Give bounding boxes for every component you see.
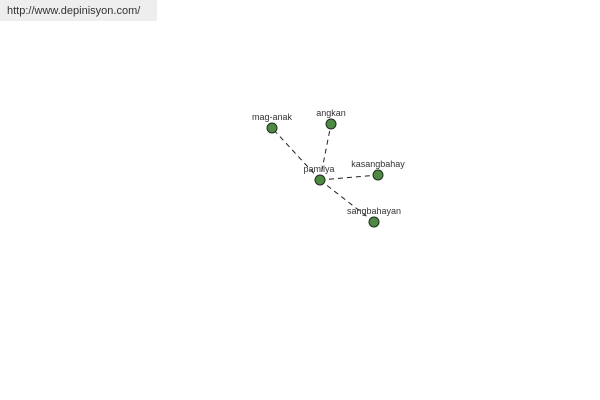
label-pamilya[interactable]: pamilya [303, 164, 334, 174]
node-pamilya[interactable] [314, 174, 326, 186]
node-kasangbahay[interactable] [372, 169, 384, 181]
edge-pamilya-mag-anak [271, 127, 321, 181]
edge-pamilya-kasangbahay [319, 174, 379, 181]
label-kasangbahay[interactable]: kasangbahay [351, 159, 405, 169]
site-url[interactable]: http://www.depinisyon.com/ [0, 0, 157, 21]
node-sangbahayan[interactable] [368, 216, 380, 228]
label-angkan[interactable]: angkan [316, 108, 346, 118]
node-mag-anak[interactable] [266, 122, 278, 134]
node-angkan[interactable] [325, 118, 337, 130]
edge-pamilya-angkan [319, 123, 332, 181]
edge-pamilya-sangbahayan [319, 179, 375, 223]
label-mag-anak[interactable]: mag-anak [252, 112, 293, 122]
label-sangbahayan[interactable]: sangbahayan [347, 206, 401, 216]
